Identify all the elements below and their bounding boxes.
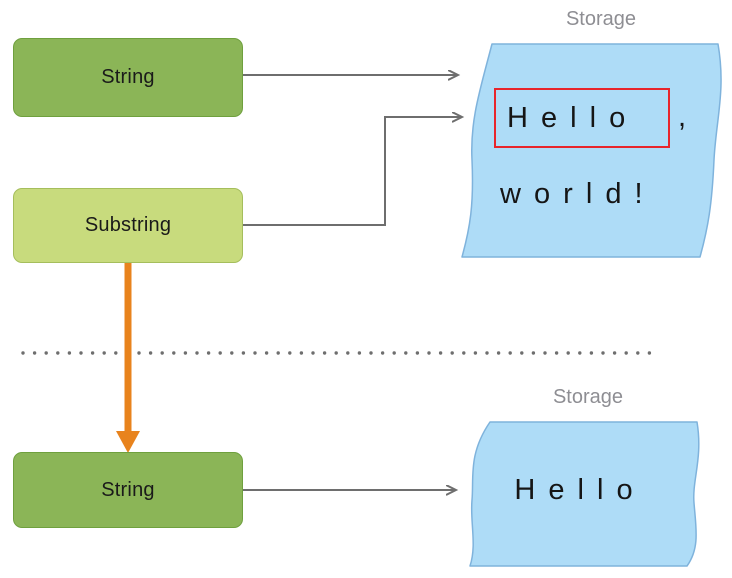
substring-box: Substring xyxy=(13,188,243,263)
storage-shape-bottom xyxy=(469,421,700,567)
storage-title-bottom: Storage xyxy=(552,386,624,408)
string-box-top-label: String xyxy=(101,66,155,88)
storage-top-line2: world! xyxy=(500,178,656,210)
storage-top-line1: Hello , xyxy=(494,88,704,148)
substring-box-label: Substring xyxy=(84,214,172,236)
string-box-bottom: String xyxy=(13,452,243,528)
storage-top-line1-suffix: , xyxy=(678,101,687,133)
storage-bottom-line1: Hello xyxy=(514,474,646,506)
mutation-arrow-head xyxy=(116,431,140,453)
storage-shape-top xyxy=(461,43,722,258)
arrow-substring-to-storage xyxy=(243,117,462,226)
substring-highlight-rect: Hello xyxy=(494,88,670,148)
string-box-top: String xyxy=(13,38,243,117)
string-box-bottom-label: String xyxy=(101,478,155,501)
storage-title-top: Storage xyxy=(565,8,637,30)
